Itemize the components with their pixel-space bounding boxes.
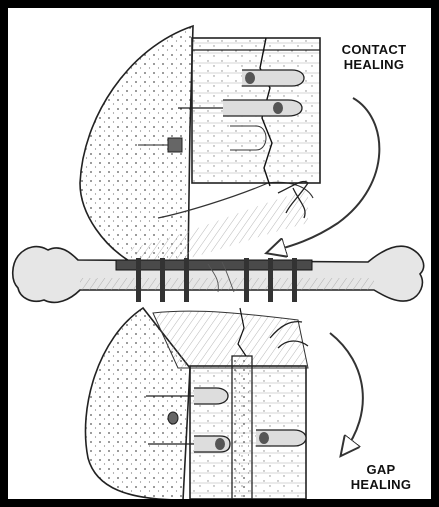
contact-healing-label: CONTACT HEALING <box>326 42 422 72</box>
screw <box>244 258 249 302</box>
screw <box>268 258 273 302</box>
contact-healing-line2: HEALING <box>326 57 422 72</box>
figure-canvas: CONTACT HEALING GAP HEALING <box>8 8 431 499</box>
gap-cutting-cone <box>256 430 306 446</box>
gap-vessel-node <box>168 412 178 424</box>
femur-with-plate <box>13 246 424 302</box>
gap-healing-label: GAP HEALING <box>336 462 426 492</box>
femur-bone <box>13 246 424 302</box>
contact-vessel-block <box>168 138 182 152</box>
screw <box>184 258 189 302</box>
gap-healing-section <box>85 308 362 499</box>
gap-woven-bone <box>232 356 252 499</box>
contact-healing-line1: CONTACT <box>326 42 422 57</box>
screw <box>160 258 165 302</box>
gap-healing-line2: HEALING <box>336 477 426 492</box>
screw <box>136 258 141 302</box>
gap-arrow <box>330 333 363 453</box>
screw <box>292 258 297 302</box>
gap-healing-line1: GAP <box>336 462 426 477</box>
femur-shading <box>80 278 374 290</box>
contact-cutting-cone <box>242 70 304 86</box>
bone-plate <box>116 260 312 270</box>
gap-upper-shade <box>153 311 308 368</box>
illustration <box>8 8 431 499</box>
